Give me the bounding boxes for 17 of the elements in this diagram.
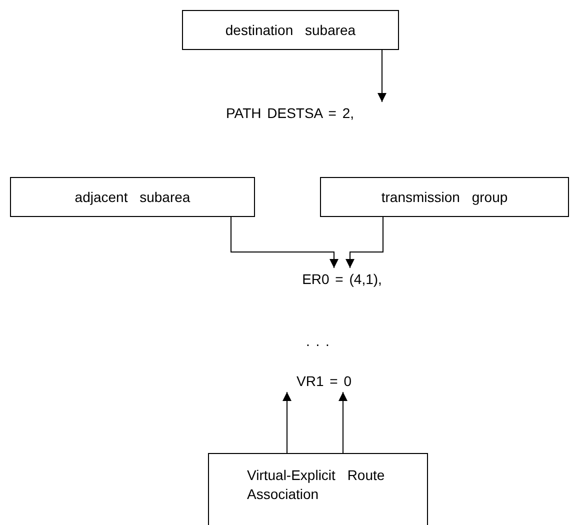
node-text: transmission group — [381, 188, 508, 206]
node-text: PATH DESTSA = 2, — [226, 104, 354, 122]
arrow — [282, 392, 292, 454]
arrow — [346, 216, 384, 268]
process-box — [10, 177, 255, 217]
node-text: ER0 = (4,1), — [302, 270, 382, 288]
process-box — [320, 177, 569, 217]
node-text: Virtual-Explicit Route Association — [247, 466, 386, 504]
ellipsis-label: . . . — [306, 333, 330, 349]
arrow — [338, 392, 348, 454]
arrow — [378, 50, 386, 102]
process-box — [182, 10, 399, 50]
arrow — [230, 216, 338, 268]
node-text: VR1 = 0 — [296, 372, 352, 390]
open-box — [208, 453, 428, 525]
node-text: adjacent subarea — [74, 188, 190, 206]
node-text: destination subarea — [225, 20, 356, 40]
